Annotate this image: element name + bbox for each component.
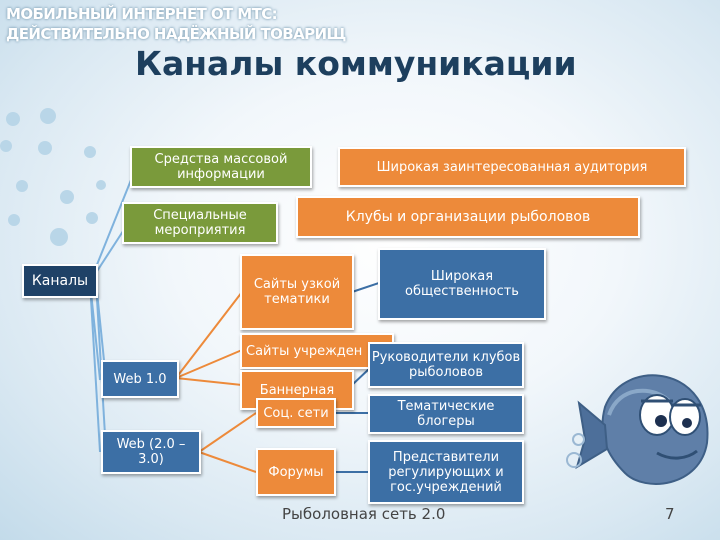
- page-title: Каналы коммуникации: [135, 44, 577, 83]
- node-public: Широкая общественность: [378, 248, 546, 320]
- header-line-2: ДЕЙСТВИТЕЛЬНО НАДЁЖНЫЙ ТОВАРИЩ: [6, 25, 346, 43]
- node-wide-audience: Широкая заинтересованная аудитория: [338, 147, 686, 187]
- header-line-1: МОБИЛЬНЫЙ ИНТЕРНЕТ ОТ МТС:: [6, 5, 278, 23]
- node-clubs: Клубы и организации рыболовов: [296, 196, 640, 238]
- node-themed-sites: Сайты узкой тематики: [240, 254, 354, 330]
- fish-mascot-icon: [575, 374, 709, 485]
- node-bloggers: Тематические блогеры: [368, 394, 524, 434]
- node-web2: Web (2.0 – 3.0): [101, 430, 201, 474]
- node-web1: Web 1.0: [101, 360, 179, 398]
- page-number: 7: [665, 505, 675, 523]
- node-special-events: Специальные мероприятия: [122, 202, 278, 244]
- node-regulators: Представители регулирующих и гос.учрежде…: [368, 440, 524, 504]
- bubble-2: [566, 452, 582, 468]
- bubble-1: [572, 433, 585, 446]
- node-mass-media: Средства массовой информации: [130, 146, 312, 188]
- footer-text: Рыболовная сеть 2.0: [282, 505, 446, 523]
- node-channels-root: Каналы: [22, 264, 98, 298]
- node-social: Соц. сети: [256, 398, 336, 428]
- node-club-leaders: Руководители клубов рыболовов: [368, 342, 524, 388]
- node-forums: Форумы: [256, 448, 336, 496]
